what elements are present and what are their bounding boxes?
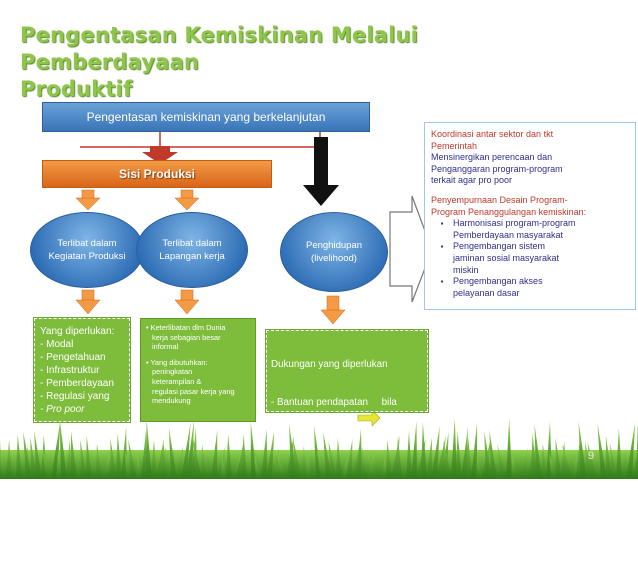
box2-line: regulasi pasar kerja yang xyxy=(152,386,235,396)
right-p3-line: Penyempurnaan Desain Program- xyxy=(431,194,568,205)
box3-line: - Bantuan pendapatan bila xyxy=(271,396,397,408)
box3-line: Dukungan yang diperlukan xyxy=(271,359,388,371)
box2-line: • Yang dibutuhkan: xyxy=(146,357,208,367)
bullet-line: Pengembangan sistem xyxy=(453,241,546,252)
oval-3-line-1: Penghidupan xyxy=(306,240,362,251)
oval-2-line-1: Terlibat dalam xyxy=(162,238,222,249)
title-line-1: Pengentasan Kemiskinan Melalui Pemberday… xyxy=(20,23,419,74)
oval-livelihood: Penghidupan (livelihood) xyxy=(280,212,388,292)
black-down-arrow xyxy=(303,137,339,206)
diagram-connectors xyxy=(75,132,433,427)
box2-line: keterampilan & xyxy=(152,376,202,386)
oval-kegiatan-produksi: Terlibat dalam Kegiatan Produksi xyxy=(30,212,144,288)
bullet-icon: ▪ xyxy=(440,242,444,252)
red-down-arrow xyxy=(142,146,178,164)
right-p2-line: Mensinergikan perencaan dan xyxy=(431,152,553,163)
bullet-icon: ▪ xyxy=(440,219,444,229)
box1-line: - Pro poor xyxy=(40,404,85,415)
bullet-line: jaminan sosial masyarakat xyxy=(453,252,560,263)
title-line-2: Produktif xyxy=(20,77,133,101)
box2-line: mendukung xyxy=(152,396,191,406)
grass-decoration xyxy=(0,418,638,479)
box1-line: - Infrastruktur xyxy=(40,365,100,376)
box2-line: kerja sebagian besar xyxy=(152,332,221,342)
box2-line: peningkatan xyxy=(152,367,193,377)
box3-line: antar generasi (PKH) xyxy=(271,548,393,560)
coordination-text-box: Koordinasi antar sektor dan tkt Pemerint… xyxy=(424,122,636,310)
right-p2-line: Penganggaran program-program xyxy=(431,163,563,174)
box2-line: • Keterlibatan dlm Dunia xyxy=(146,323,226,332)
oval-2-line-2: Lapangan kerja xyxy=(159,251,225,262)
box1-line: - Modal xyxy=(40,339,74,350)
bullet-line: miskin xyxy=(453,264,479,275)
bullet-icon: ▪ xyxy=(440,277,444,287)
bullet-line: Pemberdayaan masyarakat xyxy=(453,229,564,240)
box1-line: - Pengetahuan xyxy=(40,352,106,363)
box-livelihood-support: Dukungan yang diperlukan - Bantuan penda… xyxy=(265,329,429,559)
bullet-line: pelayanan dasar xyxy=(453,287,520,298)
box3-line: kemiskinan mil perbaikan xyxy=(271,510,387,522)
sisi-produksi-box: Sisi Produksi xyxy=(42,160,272,188)
box1-line: Yang diperlukan: xyxy=(40,326,115,337)
sisi-produksi-label: Sisi Produksi xyxy=(118,167,196,181)
oval-lapangan-kerja: Terlibat dalam Lapangan kerja xyxy=(136,212,248,288)
bullet-line: Pengembangan akses xyxy=(453,276,543,287)
box3-line: dibawah garis kemiskinan xyxy=(271,434,389,446)
right-p1-line: Pemerintah xyxy=(431,140,478,151)
box-employment: • Keterlibatan dlm Dunia kerja sebagian … xyxy=(140,318,256,422)
bullet-line: Harmonisasi program-program xyxy=(453,218,576,229)
oval-1-line-1: Terlibat dalam xyxy=(57,238,117,249)
sustainable-poverty-reduction-bar: Pengentasan kemiskinan yang berkelanjuta… xyxy=(42,102,370,132)
right-p2-line: terkait agar pro poor xyxy=(431,175,513,186)
top-bar-label: Pengentasan kemiskinan yang berkelanjuta… xyxy=(86,110,326,124)
box2-line: informal xyxy=(152,342,179,352)
box1-line: - Regulasi yang xyxy=(40,391,110,402)
right-bullet: ▪ Pengembangan sistem jaminan sosial mas… xyxy=(431,241,629,276)
right-arrow xyxy=(389,195,433,303)
right-bullet: ▪ Pengembangan akses pelayanan dasar xyxy=(431,276,629,299)
oval-1-line-2: Kegiatan Produksi xyxy=(48,251,126,262)
box-requirements: Yang diperlukan: - Modal - Pengetahuan -… xyxy=(33,317,131,423)
oval-3-line-2: (livelihood) xyxy=(311,253,357,264)
right-bullet: ▪ Harmonisasi program-program Pemberdaya… xyxy=(431,218,629,241)
page-number: 9 xyxy=(588,450,595,462)
right-p1-line: Koordinasi antar sektor dan tkt xyxy=(431,129,554,139)
box1-line: - Pemberdayaan xyxy=(40,378,114,389)
slide-title: Pengentasan Kemiskinan Melalui Pemberday… xyxy=(20,22,580,103)
right-p3-line: Program Penanggulangan kemiskinan: xyxy=(431,206,587,217)
